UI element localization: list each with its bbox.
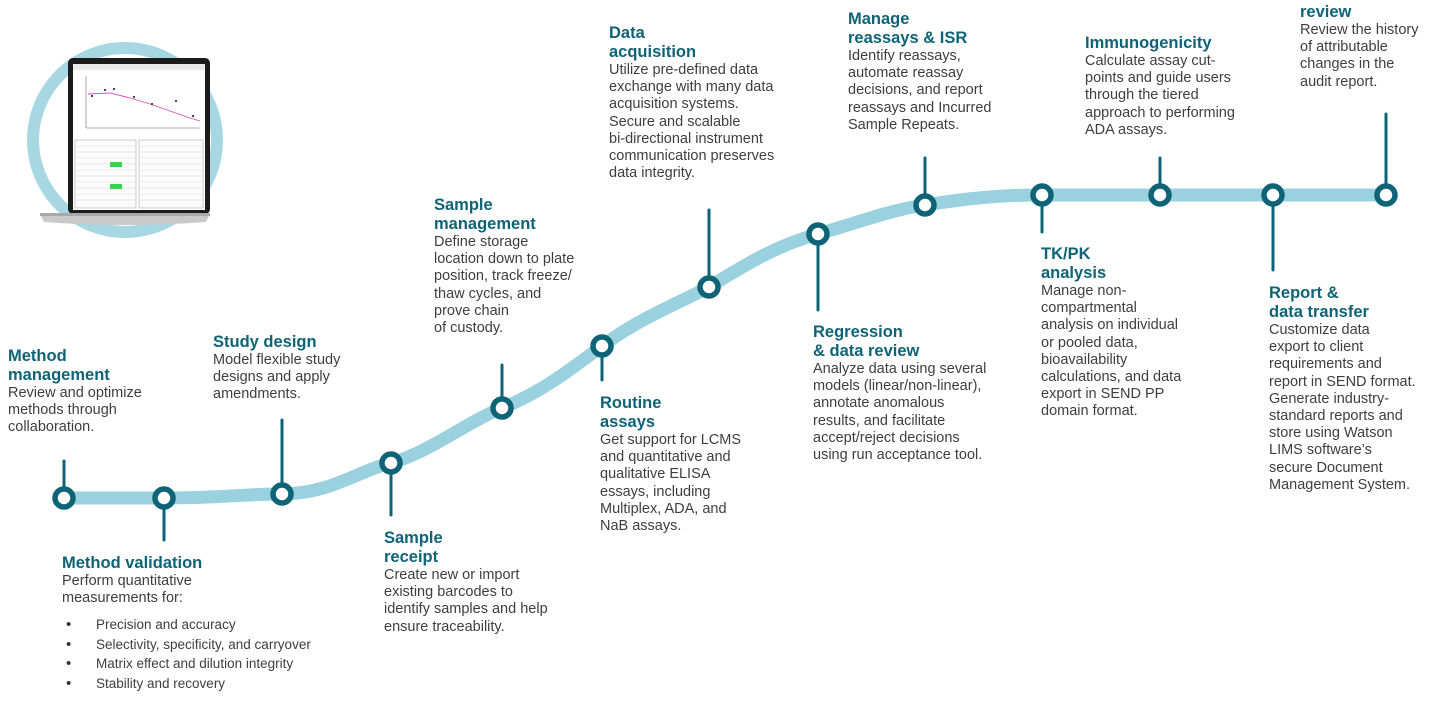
step-title: Immunogenicity xyxy=(1085,34,1212,52)
node-data-acquisition xyxy=(697,275,721,299)
step-description: Customize data export to client requirem… xyxy=(1269,322,1416,493)
step-audit: review Review the history of attributabl… xyxy=(1300,3,1418,91)
node-method-management xyxy=(52,486,76,510)
step-sample-management: Sample management Define storage locatio… xyxy=(434,196,574,337)
step-routine-assays: Routine assays Get support for LCMS and … xyxy=(600,394,741,535)
bullet-item: Precision and accuracy xyxy=(62,615,311,635)
step-description: Analyze data using several models (linea… xyxy=(813,361,987,464)
node-tkpk xyxy=(1030,183,1054,207)
step-description: Get support for LCMS and quantitative an… xyxy=(600,432,742,535)
node-method-validation xyxy=(152,486,176,510)
bullet-item: Stability and recovery xyxy=(62,674,311,694)
step-description: Review and optimize methods through coll… xyxy=(8,385,142,436)
step-title: review xyxy=(1300,3,1352,21)
step-method-validation: Method validation Perform quantitative m… xyxy=(62,554,311,693)
step-description: Review the history of attributable chang… xyxy=(1300,22,1419,90)
step-title: Sample management xyxy=(434,196,536,233)
step-sample-receipt: Sample receipt Create new or import exis… xyxy=(384,529,548,636)
step-description: Manage non- compartmental analysis on in… xyxy=(1041,283,1182,420)
step-title: Routine assays xyxy=(600,394,662,431)
step-regression: Regression & data review Analyze data us… xyxy=(813,323,986,464)
step-description: Create new or import existing barcodes t… xyxy=(384,567,548,635)
step-reassays: Manage reassays & ISR Identify reassays,… xyxy=(848,10,991,134)
node-report xyxy=(1261,183,1285,207)
step-title: Data acquisition xyxy=(609,24,697,61)
step-title: Regression & data review xyxy=(813,323,920,360)
step-description: Define storage location down to plate po… xyxy=(434,234,575,337)
step-description: Identify reassays, automate reassay deci… xyxy=(848,48,992,133)
step-title: Report & data transfer xyxy=(1269,284,1369,321)
step-study-design: Study design Model flexible study design… xyxy=(213,333,340,404)
step-title: Method management xyxy=(8,347,110,384)
step-description: Calculate assay cut- points and guide us… xyxy=(1085,53,1235,138)
node-regression xyxy=(806,222,830,246)
bullet-item: Matrix effect and dilution integrity xyxy=(62,654,311,674)
step-description: Utilize pre-defined data exchange with m… xyxy=(609,62,775,182)
node-immunogenicity xyxy=(1148,183,1172,207)
laptop-with-chart-screenshot-icon xyxy=(27,42,223,238)
node-audit xyxy=(1374,183,1398,207)
node-study-design xyxy=(270,482,294,506)
step-title: Sample receipt xyxy=(384,529,443,566)
step-description: Perform quantitative measurements for: xyxy=(62,573,192,607)
node-sample-management xyxy=(490,396,514,420)
step-title: Study design xyxy=(213,333,317,351)
step-description: Model flexible study designs and apply a… xyxy=(213,352,341,403)
node-routine-assays xyxy=(590,334,614,358)
step-immunogenicity: Immunogenicity Calculate assay cut- poin… xyxy=(1085,34,1235,139)
node-reassays xyxy=(913,193,937,217)
step-tkpk: TK/PK analysis Manage non- compartmental… xyxy=(1041,245,1181,421)
bullet-item: Selectivity, specificity, and carryover xyxy=(62,635,311,655)
node-sample-receipt xyxy=(379,451,403,475)
step-method-management: Method management Review and optimize me… xyxy=(8,347,142,437)
step-title: Method validation xyxy=(62,554,203,572)
step-data-acquisition: Data acquisition Utilize pre-defined dat… xyxy=(609,24,774,182)
step-title: TK/PK analysis xyxy=(1041,245,1107,282)
step-report: Report & data transfer Customize data ex… xyxy=(1269,284,1416,494)
step-title: Manage reassays & ISR xyxy=(848,10,968,47)
bullet-list: Precision and accuracy Selectivity, spec… xyxy=(62,615,311,693)
